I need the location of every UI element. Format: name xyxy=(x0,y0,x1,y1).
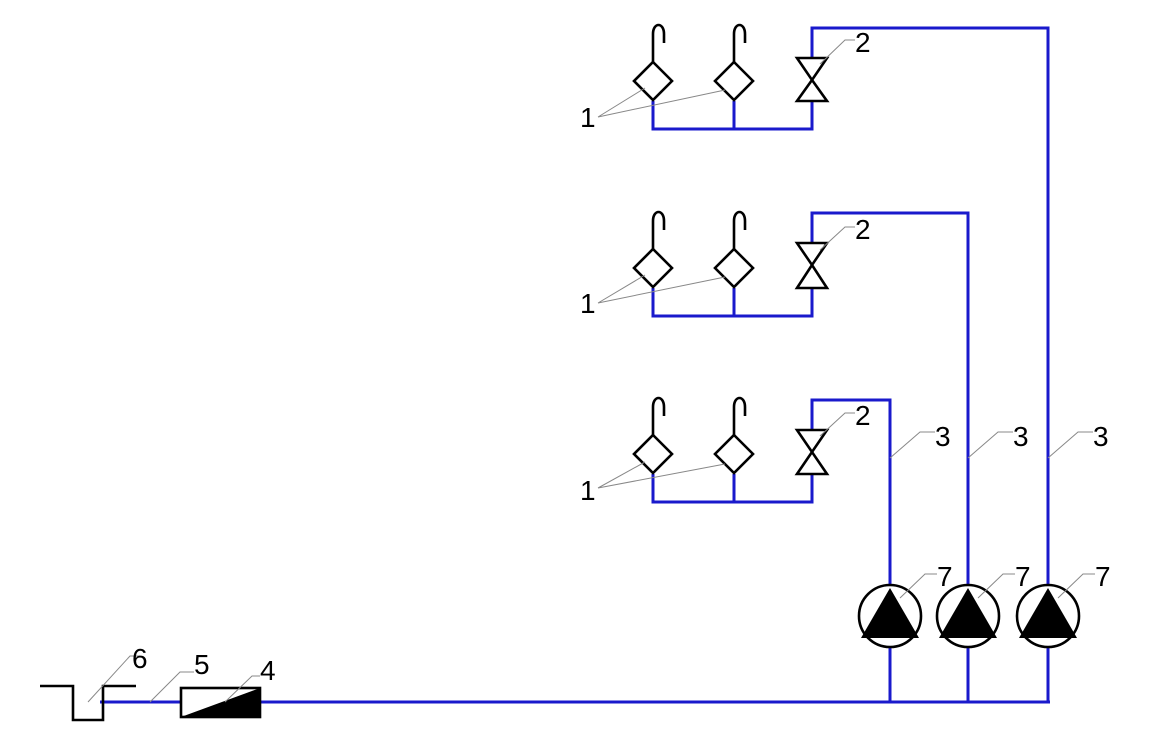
leader-line xyxy=(149,671,194,703)
leader-line xyxy=(87,655,140,703)
gate-valve-icon xyxy=(794,56,830,103)
label-4: 4 xyxy=(260,655,276,686)
riser-labels: 3 3 3 xyxy=(889,421,1109,459)
leader-line xyxy=(597,461,726,489)
label-2: 2 xyxy=(855,214,871,245)
label-6: 6 xyxy=(132,643,148,674)
label-7: 7 xyxy=(1095,561,1111,592)
label-1: 1 xyxy=(580,288,596,319)
sprinkler-head-icon xyxy=(713,210,755,289)
pump-group: 7 7 7 xyxy=(857,561,1111,649)
supply-section: 6 5 4 xyxy=(40,643,276,722)
leader-line xyxy=(967,431,1013,459)
leader-line xyxy=(819,39,855,65)
leader-line xyxy=(977,573,1015,599)
sprinkler-head-icon xyxy=(632,396,674,475)
gate-valve-icon xyxy=(794,428,830,476)
riser-pipe-3 xyxy=(810,26,1050,702)
leader-line xyxy=(819,226,855,251)
sprinkler-head-icon xyxy=(713,23,755,102)
leader-line xyxy=(889,431,935,459)
label-7: 7 xyxy=(937,561,953,592)
sprinkler-head-icon xyxy=(632,23,674,102)
sprinkler-head-icon xyxy=(632,210,674,289)
branch-top: 1 2 xyxy=(580,23,871,133)
label-2: 2 xyxy=(855,27,871,58)
label-3: 3 xyxy=(1093,421,1109,452)
pump-icon xyxy=(1015,583,1081,649)
label-1: 1 xyxy=(580,102,596,133)
pump-icon xyxy=(935,583,1001,649)
leader-line xyxy=(597,87,726,118)
filter-icon xyxy=(179,686,262,719)
pump-icon xyxy=(857,583,923,649)
label-1: 1 xyxy=(580,475,596,506)
label-7: 7 xyxy=(1015,561,1031,592)
branch-middle: 1 2 xyxy=(580,210,871,319)
label-5: 5 xyxy=(194,649,210,680)
leader-line xyxy=(224,675,260,703)
gate-valve-icon xyxy=(794,241,830,290)
label-3: 3 xyxy=(1013,421,1029,452)
leader-line xyxy=(899,573,937,599)
leader-line xyxy=(819,412,855,437)
label-2: 2 xyxy=(855,400,871,431)
sprinkler-head-icon xyxy=(713,396,755,475)
water-source-icon xyxy=(40,684,136,722)
branch-bottom: 1 2 xyxy=(580,396,871,506)
leader-line xyxy=(1047,431,1093,459)
leader-line xyxy=(1057,573,1095,599)
leader-line xyxy=(597,274,726,304)
riser-pipe-1 xyxy=(810,398,892,702)
label-3: 3 xyxy=(935,421,951,452)
